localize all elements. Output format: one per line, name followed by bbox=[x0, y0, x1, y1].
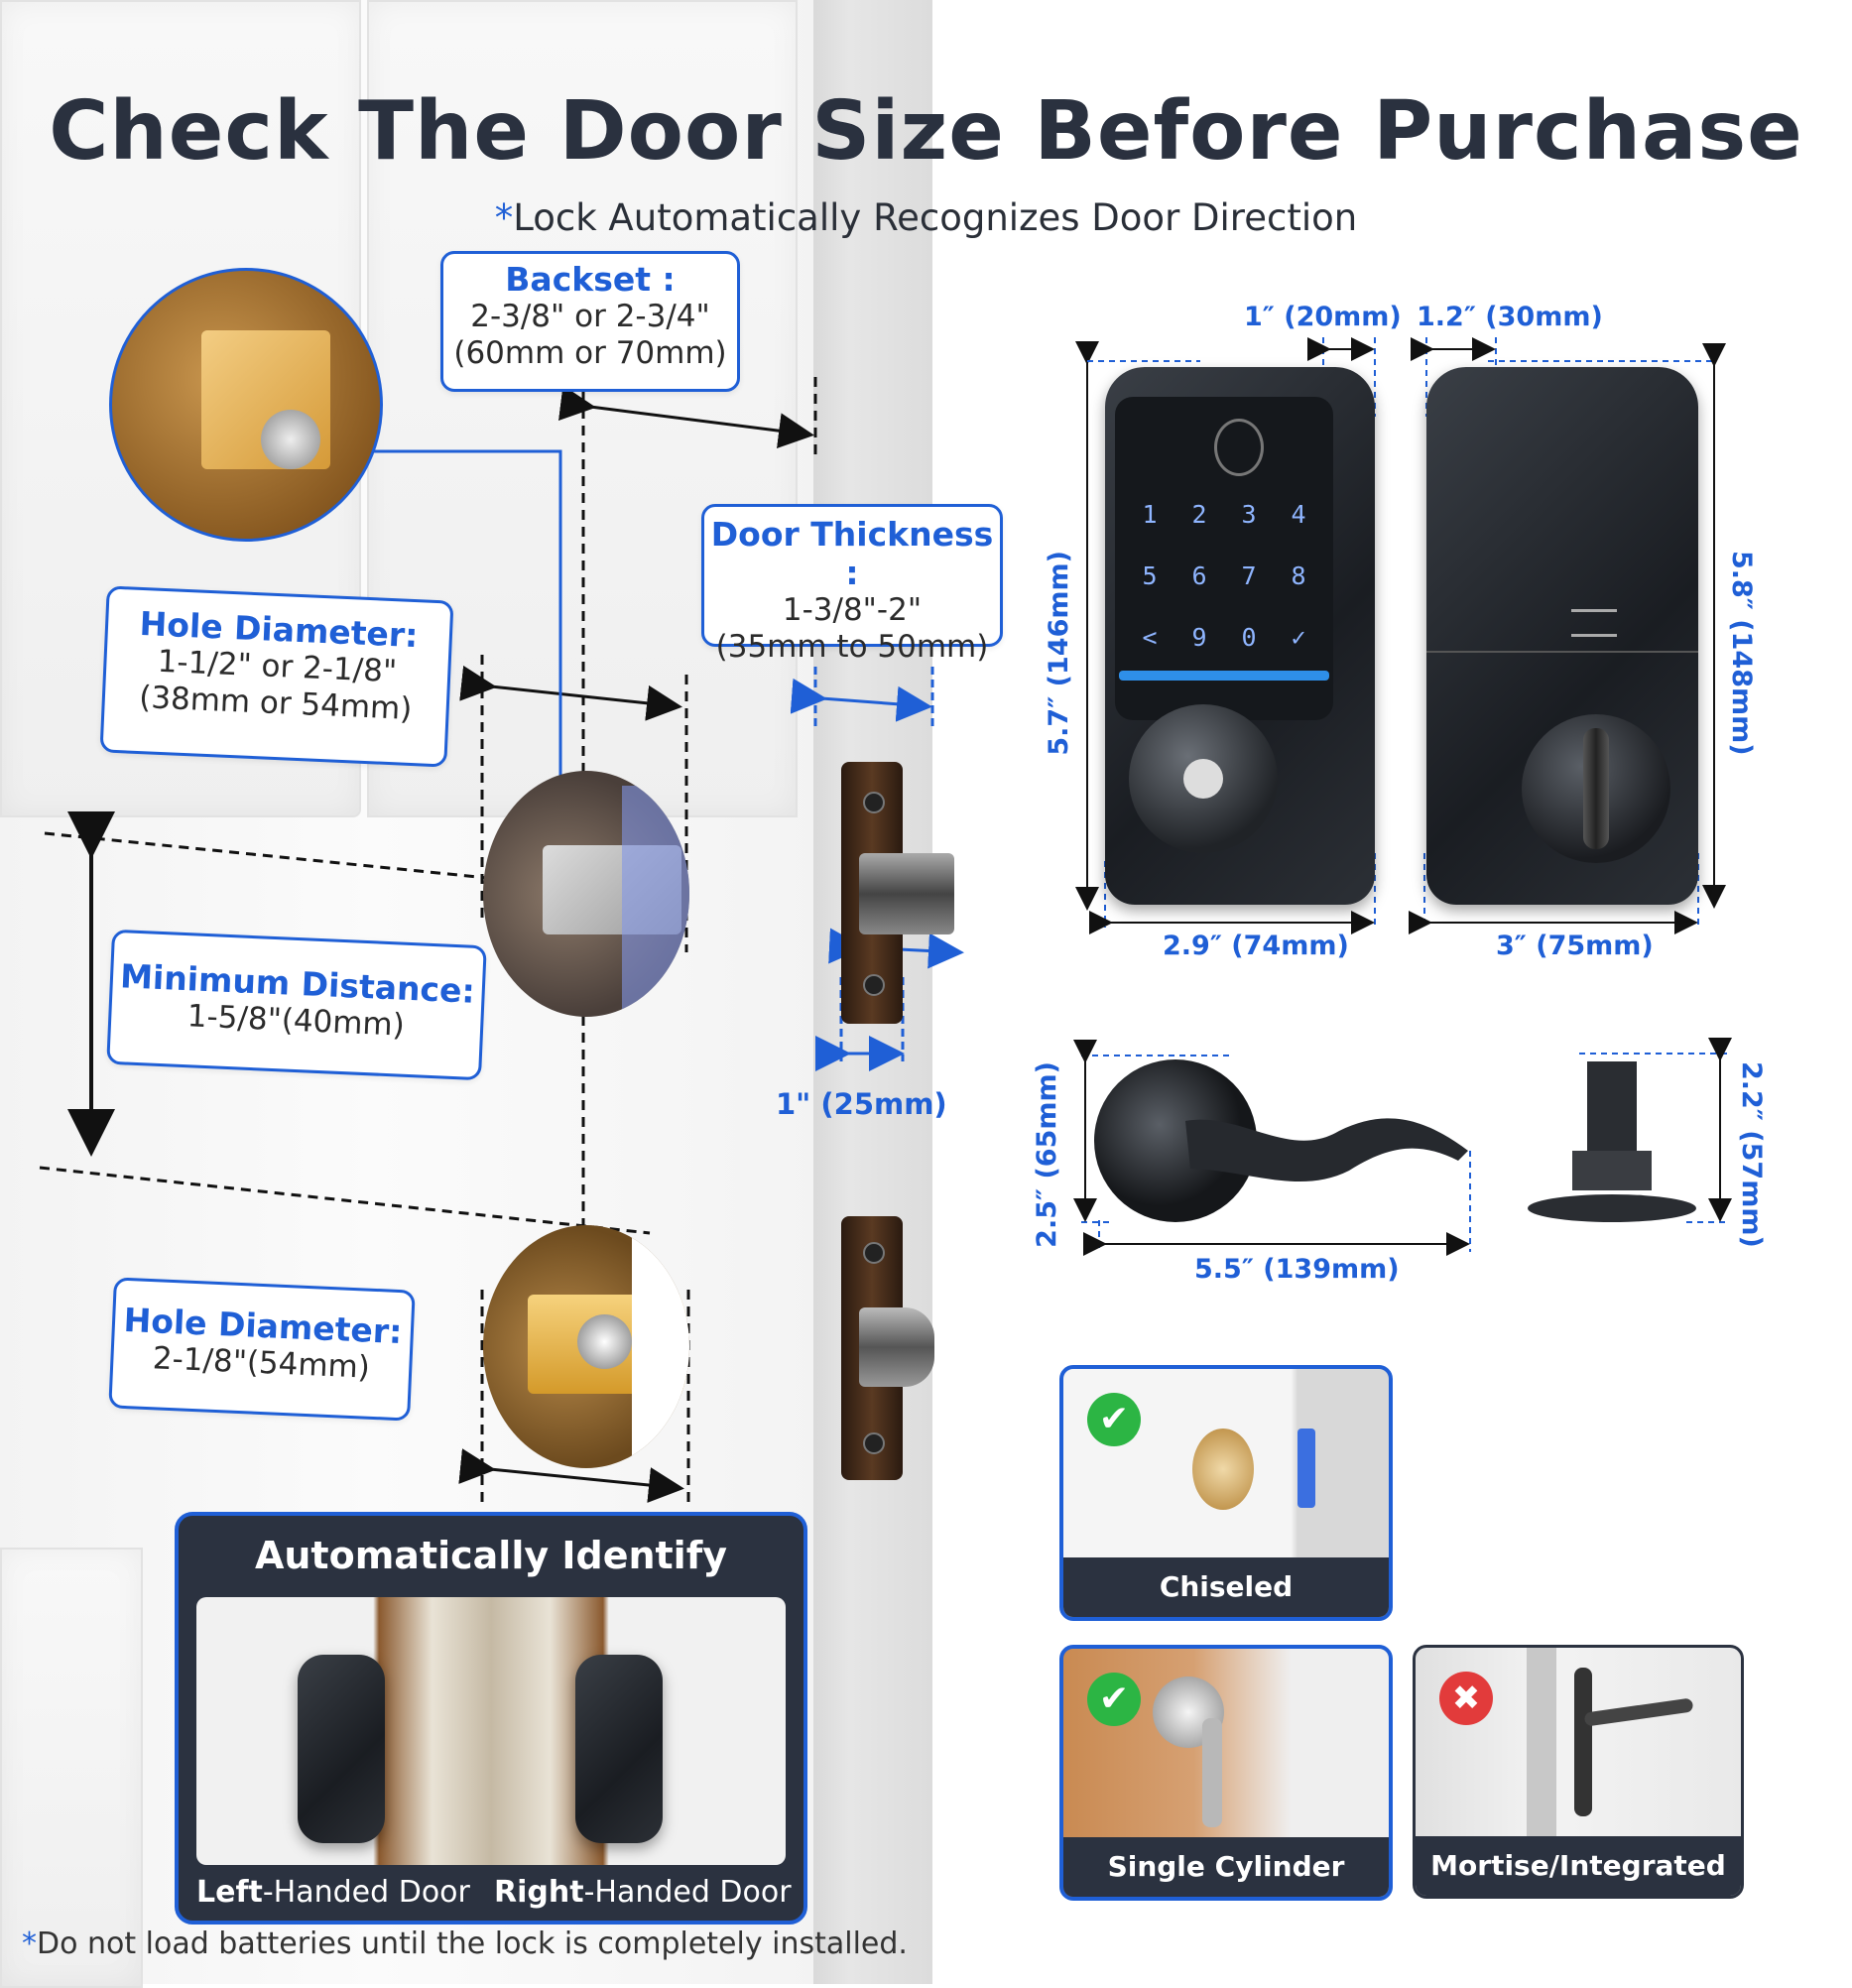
hole-diameter-top-callout: Hole Diameter: 1-1/2" or 2-1/8" (38mm or… bbox=[99, 585, 454, 768]
bottom-hole-bolt bbox=[577, 1314, 632, 1369]
subtitle-star: * bbox=[494, 196, 514, 239]
top-hole-highlight bbox=[622, 786, 689, 1014]
backset-callout: Backset : 2-3/8" or 2-3/4" (60mm or 70mm… bbox=[440, 251, 740, 392]
key-7[interactable]: 7 bbox=[1241, 561, 1257, 590]
thumbturn[interactable] bbox=[1583, 728, 1609, 849]
auto-identify-panel: Automatically Identify Left-Handed Door … bbox=[175, 1512, 807, 1925]
hole-diameter-bottom-callout: Hole Diameter: 2-1/8"(54mm) bbox=[108, 1277, 416, 1422]
door-thickness-line2: (35mm to 50mm) bbox=[715, 629, 989, 666]
mortise-backplate bbox=[1574, 1668, 1592, 1816]
keypad-row-1: 1 2 3 4 bbox=[1125, 500, 1323, 529]
right-handed-label: Right-Handed Door bbox=[494, 1875, 792, 1910]
door-thickness-line1: 1-3/8"-2" bbox=[782, 592, 923, 628]
check-icon: ✔ bbox=[1087, 1393, 1141, 1446]
backset-line1: 2-3/8" or 2-3/4" bbox=[470, 299, 710, 334]
key-0[interactable]: 0 bbox=[1241, 623, 1257, 652]
key-5[interactable]: 5 bbox=[1142, 561, 1158, 590]
door-thickness-callout: Door Thickness : 1-3/8"-2" (35mm to 50mm… bbox=[701, 504, 1003, 665]
screw-icon bbox=[863, 792, 885, 813]
keypad-row-2: 5 6 7 8 bbox=[1125, 561, 1323, 590]
right-rest: -Handed Door bbox=[583, 1875, 792, 1910]
mortise-plate bbox=[1527, 1648, 1556, 1836]
latch-width-label: 1" (25mm) bbox=[776, 1087, 947, 1121]
mortise-card: ✖ Mortise/Integrated bbox=[1413, 1645, 1744, 1899]
mortise-label: Mortise/Integrated bbox=[1416, 1836, 1741, 1896]
page-subtitle: *Lock Automatically Recognizes Door Dire… bbox=[0, 196, 1852, 239]
backset-heading: Backset : bbox=[505, 260, 676, 299]
front-width-label: 2.9″ (74mm) bbox=[1163, 931, 1349, 961]
lever-height-label: 2.5″ (65mm) bbox=[1032, 1061, 1062, 1248]
subtitle-text: Lock Automatically Recognizes Door Direc… bbox=[513, 196, 1358, 239]
key-9[interactable]: 9 bbox=[1191, 623, 1207, 652]
keypad-row-3: < 9 0 ✓ bbox=[1125, 623, 1323, 652]
key-cylinder bbox=[1129, 704, 1278, 853]
key-confirm[interactable]: ✓ bbox=[1291, 623, 1306, 652]
chiseled-label: Chiseled bbox=[1063, 1557, 1389, 1617]
lever-back-height-label: 2.2″ (57mm) bbox=[1736, 1061, 1767, 1248]
key-4[interactable]: 4 bbox=[1291, 500, 1306, 529]
backset-line2: (60mm or 70mm) bbox=[453, 335, 727, 372]
back-width-label: 3″ (75mm) bbox=[1496, 931, 1654, 961]
right-door-lock bbox=[575, 1655, 663, 1843]
back-height-label: 5.8″ (148mm) bbox=[1726, 551, 1757, 756]
footnote: *Do not load batteries until the lock is… bbox=[22, 1926, 908, 1961]
key-back[interactable]: < bbox=[1142, 623, 1158, 652]
page-title: Check The Door Size Before Purchase bbox=[49, 84, 1803, 179]
deadbolt-back bbox=[1426, 367, 1698, 905]
cover-seam bbox=[1426, 651, 1698, 653]
door-photo bbox=[196, 1597, 786, 1865]
key-3[interactable]: 3 bbox=[1241, 500, 1257, 529]
check-icon: ✔ bbox=[1087, 1673, 1141, 1726]
top-hole-circle bbox=[483, 771, 689, 1017]
latch-zoom-circle bbox=[109, 268, 383, 542]
status-light-bar bbox=[1119, 671, 1329, 681]
key-6[interactable]: 6 bbox=[1191, 561, 1207, 590]
screw-icon bbox=[863, 974, 885, 996]
front-depth-label: 1″ (20mm) bbox=[1244, 302, 1402, 332]
chiseled-hole bbox=[1192, 1429, 1254, 1510]
thumbturn-rose bbox=[1522, 714, 1670, 863]
single-cylinder-label: Single Cylinder bbox=[1063, 1837, 1389, 1897]
key-1[interactable]: 1 bbox=[1142, 500, 1158, 529]
screw-icon bbox=[863, 1432, 885, 1454]
left-handed-label: Left-Handed Door bbox=[196, 1875, 470, 1910]
left-bold: Left bbox=[196, 1875, 263, 1910]
auto-identify-title: Automatically Identify bbox=[254, 1534, 728, 1577]
single-cylinder-card: ✔ Single Cylinder bbox=[1059, 1645, 1393, 1901]
door-thickness-heading: Door Thickness : bbox=[710, 515, 994, 592]
bottom-hole-circle bbox=[483, 1225, 689, 1468]
latch-bolt bbox=[261, 410, 320, 469]
mortise-lever bbox=[1583, 1697, 1694, 1727]
key-8[interactable]: 8 bbox=[1291, 561, 1306, 590]
minimum-distance-callout: Minimum Distance: 1-5/8"(40mm) bbox=[106, 929, 487, 1081]
footnote-star: * bbox=[22, 1926, 37, 1961]
key-2[interactable]: 2 bbox=[1191, 500, 1207, 529]
right-bold: Right bbox=[494, 1875, 584, 1910]
screw-icon bbox=[863, 1242, 885, 1264]
keyhole-icon bbox=[1183, 759, 1223, 799]
chiseled-latch-slot bbox=[1297, 1429, 1315, 1508]
battery-vent bbox=[1571, 609, 1617, 637]
door-panel-lower-left bbox=[0, 1548, 143, 1988]
footnote-text: Do not load batteries until the lock is … bbox=[37, 1926, 908, 1961]
left-door-lock bbox=[298, 1655, 385, 1843]
latch-bolt-top bbox=[859, 853, 954, 934]
fingerprint-icon bbox=[1214, 419, 1264, 476]
latch-bolt-bottom bbox=[859, 1307, 934, 1387]
chiseled-card: ✔ Chiseled bbox=[1059, 1365, 1393, 1621]
back-depth-label: 1.2″ (30mm) bbox=[1417, 302, 1603, 332]
front-height-label: 5.7″ (146mm) bbox=[1044, 551, 1074, 756]
bottom-hole-edge bbox=[632, 1225, 689, 1468]
deadbolt-front: 1 2 3 4 5 6 7 8 < 9 0 ✓ bbox=[1105, 367, 1375, 905]
left-rest: -Handed Door bbox=[262, 1875, 470, 1910]
key-icon bbox=[1202, 1718, 1222, 1827]
lever-handle-icon bbox=[1094, 1059, 1468, 1222]
cross-icon: ✖ bbox=[1439, 1672, 1493, 1725]
lever-length-label: 5.5″ (139mm) bbox=[1194, 1254, 1400, 1285]
lever-back-spindle-icon bbox=[1528, 1061, 1696, 1222]
